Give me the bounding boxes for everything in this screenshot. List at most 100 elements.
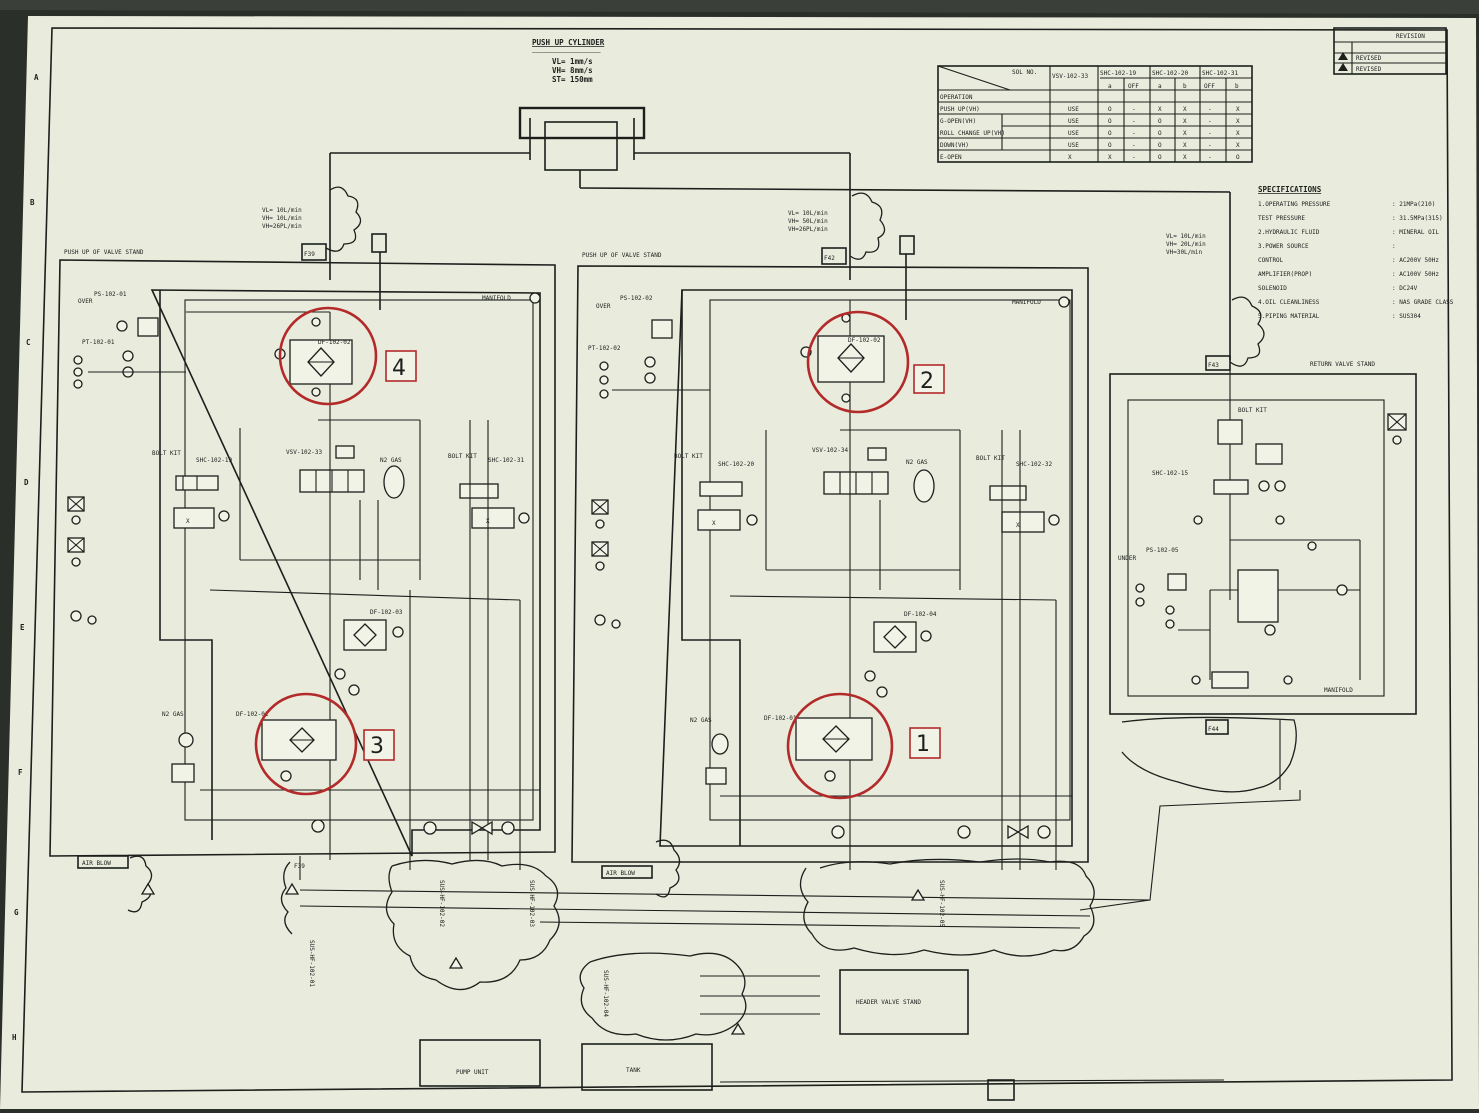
table-cell: - — [1132, 118, 1136, 125]
table-cell: - — [1132, 106, 1136, 113]
spec-key: 5.PIPING MATERIAL — [1258, 313, 1320, 320]
valve-stand-middle: PUSH UP OF VALVE STAND MANIFOLD VL= 10L/… — [571, 192, 1089, 898]
svg-text:DF-102-02: DF-102-02 — [848, 337, 881, 344]
spec-key: 4.OIL CLEANLINESS — [1258, 299, 1320, 306]
svg-text:4: 4 — [392, 356, 406, 381]
svg-text:3: 3 — [370, 734, 384, 759]
svg-text:N2 GAS: N2 GAS — [380, 457, 402, 464]
svg-text:SHC-102-20: SHC-102-20 — [718, 461, 755, 468]
spec-value: : — [1392, 243, 1396, 250]
svg-text:DF-102-04: DF-102-04 — [904, 611, 937, 618]
table-row-label: DOWN(VH) — [940, 142, 969, 149]
svg-text:BOLT KIT: BOLT KIT — [1238, 407, 1267, 414]
svg-text:PS-102-02: PS-102-02 — [620, 295, 653, 302]
svg-text:TANK: TANK — [626, 1067, 641, 1074]
table-cell: O — [1236, 154, 1240, 161]
svg-text:SOL NO.: SOL NO. — [1012, 69, 1037, 76]
table-row-use: USE — [1068, 142, 1079, 149]
callout-1: 1 — [786, 692, 941, 800]
valve-stand-left: PUSH UP OF VALVE STAND MANIFOLD VL= 10L/… — [49, 186, 556, 913]
title-block: PUSH UP CYLINDER ——————————————————— VL=… — [532, 38, 605, 84]
table-cell: X — [1183, 142, 1187, 149]
table-cell: X — [1158, 106, 1162, 113]
svg-text:VH=30L/min: VH=30L/min — [1166, 249, 1203, 256]
table-row-use: USE — [1068, 106, 1079, 113]
svg-text:VH= 10L/min: VH= 10L/min — [262, 215, 302, 222]
svg-text:B: B — [30, 198, 35, 207]
svg-text:H: H — [12, 1033, 17, 1042]
svg-text:VL= 10L/min: VL= 10L/min — [262, 207, 302, 214]
paper — [0, 16, 1479, 1109]
svg-text:VH=26PL/min: VH=26PL/min — [788, 226, 828, 233]
svg-text:b: b — [1235, 83, 1239, 90]
svg-text:VH= 20L/min: VH= 20L/min — [1166, 241, 1206, 248]
table-row-label: PUSH UP(VH) — [940, 106, 980, 113]
svg-text:VSV-102-33: VSV-102-33 — [286, 449, 323, 456]
spec-value: : 21MPa(210) — [1392, 201, 1435, 208]
svg-text:X: X — [712, 520, 716, 527]
solenoid-table: SOL NO. VSV-102-33 SHC-102-19 SHC-102-20… — [937, 65, 1253, 163]
svg-text:DF-102-01: DF-102-01 — [236, 711, 269, 718]
svg-text:PT-102-02: PT-102-02 — [588, 345, 621, 352]
svg-text:SHC-102-32: SHC-102-32 — [1016, 461, 1053, 468]
table-cell: O — [1108, 106, 1112, 113]
sheet-border — [21, 27, 1453, 1093]
table-cell: X — [1236, 118, 1240, 125]
svg-text:A: A — [34, 73, 39, 82]
svg-text:SHC-102-19: SHC-102-19 — [196, 457, 233, 464]
table-cell: - — [1132, 142, 1136, 149]
table-cell: - — [1208, 142, 1212, 149]
table-cell: X — [1183, 130, 1187, 137]
svg-text:REVISED: REVISED — [1356, 55, 1382, 62]
svg-text:BOLT KIT: BOLT KIT — [152, 450, 181, 457]
svg-text:OVER: OVER — [78, 298, 93, 305]
push-up-cylinder — [329, 106, 1231, 360]
table-cell: O — [1108, 118, 1112, 125]
svg-text:DF-102-02: DF-102-02 — [318, 339, 351, 346]
diagram-title: PUSH UP CYLINDER — [532, 38, 605, 47]
callout-3: 3 — [254, 692, 395, 796]
spec-value: : 31.5MPa(315) — [1392, 215, 1443, 222]
spec-key: 3.POWER SOURCE — [1258, 243, 1309, 250]
table-cell: - — [1132, 154, 1136, 161]
revision-block: REVISION REVISED REVISED — [1333, 27, 1447, 75]
return-valve-stand: RETURN VALVE STAND MANIFOLD VL= 10L/min … — [1079, 233, 1417, 911]
table-cell: - — [1208, 118, 1212, 125]
svg-text:SUS-HF-102-01: SUS-HF-102-01 — [308, 940, 315, 987]
svg-text:———————————————————: ——————————————————— — [532, 49, 601, 56]
table-row-label: E-OPEN — [940, 154, 962, 161]
svg-text:VH=26PL/min: VH=26PL/min — [262, 223, 302, 230]
svg-text:BOLT KIT: BOLT KIT — [448, 453, 477, 460]
spec-value: : DC24V — [1392, 285, 1418, 292]
spec-value: : AC200V 50Hz — [1392, 257, 1439, 264]
table-row-label: ROLL CHANGE UP(VH) — [940, 130, 1005, 137]
table-row-use: USE — [1068, 130, 1079, 137]
spec-value: : MINERAL OIL — [1392, 229, 1439, 236]
svg-text:SHC-102-19: SHC-102-19 — [1100, 70, 1137, 77]
svg-text:PUMP UNIT: PUMP UNIT — [456, 1069, 489, 1076]
callout-4: 4 — [278, 306, 417, 406]
svg-text:REVISED: REVISED — [1356, 66, 1382, 73]
svg-text:2: 2 — [920, 369, 934, 394]
svg-text:E: E — [20, 623, 25, 632]
spec-value: : NAS GRADE CLASS — [1392, 299, 1454, 306]
table-cell: X — [1236, 142, 1240, 149]
svg-text:G: G — [14, 908, 19, 917]
table-cell: O — [1108, 130, 1112, 137]
svg-text:SHC-102-15: SHC-102-15 — [1152, 470, 1189, 477]
table-cell: O — [1108, 142, 1112, 149]
svg-text:N2 GAS: N2 GAS — [690, 717, 712, 724]
border-ticks: A B C D E F G H — [12, 73, 39, 1042]
svg-text:b: b — [1183, 83, 1187, 90]
svg-text:ST= 150mm: ST= 150mm — [552, 75, 593, 84]
svg-text:a: a — [1158, 83, 1162, 90]
spec-key: 1.OPERATING PRESSURE — [1258, 201, 1331, 208]
svg-text:SUS-HF-102-03: SUS-HF-102-03 — [528, 880, 535, 927]
svg-text:SUS-HF-102-02: SUS-HF-102-02 — [438, 880, 445, 927]
table-cell: - — [1208, 106, 1212, 113]
svg-text:SUS-HF-102-04: SUS-HF-102-04 — [602, 970, 609, 1017]
svg-text:VL= 1mm/s: VL= 1mm/s — [552, 57, 593, 66]
svg-text:SHC-102-20: SHC-102-20 — [1152, 70, 1189, 77]
svg-text:VH= 50L/min: VH= 50L/min — [788, 218, 828, 225]
